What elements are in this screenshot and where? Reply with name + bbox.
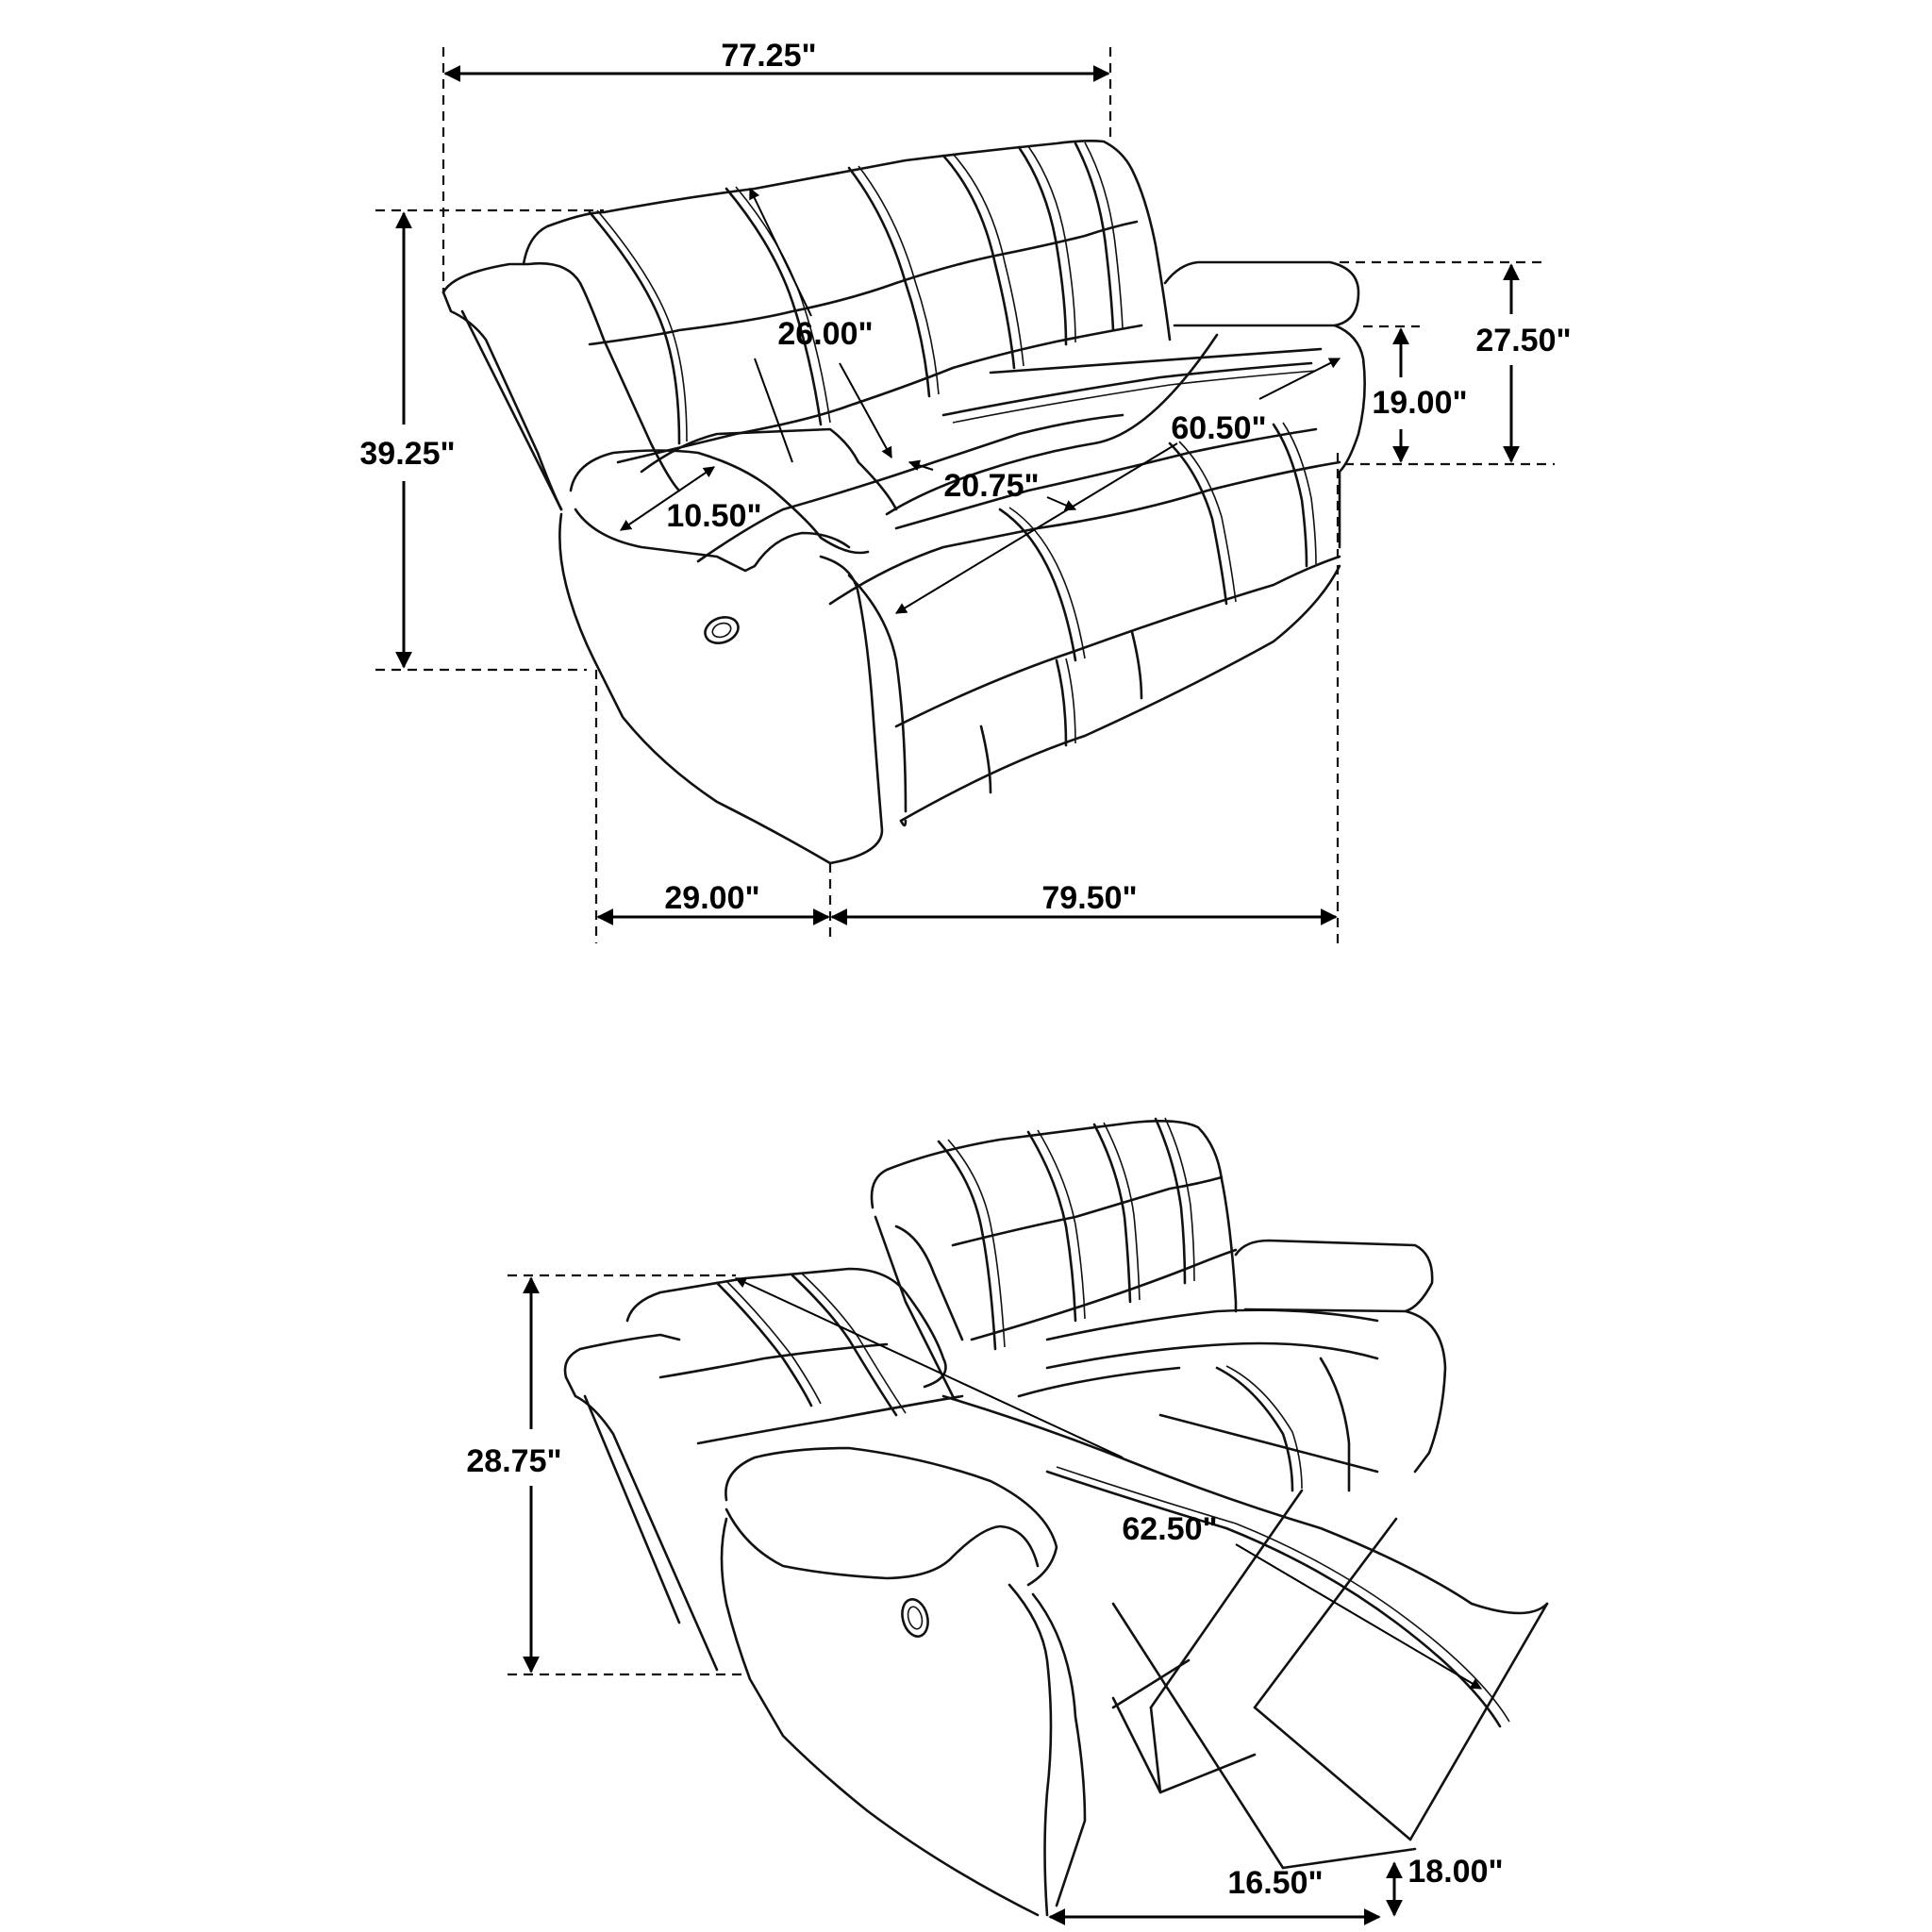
upright-dimension-labels: 77.25" 39.25" 27.50" 19.00" 26.00" 20.75… bbox=[359, 38, 1571, 916]
label-reclined-length: 62.50" bbox=[1122, 1511, 1217, 1547]
label-reclined-offset: 29.00" bbox=[664, 880, 759, 916]
label-overall-width: 77.25" bbox=[721, 38, 816, 74]
label-overall-height: 39.25" bbox=[359, 436, 455, 472]
label-arm-height: 27.50" bbox=[1475, 323, 1571, 358]
upright-sofa-drawing bbox=[441, 140, 1366, 865]
label-reclined-height: 28.75" bbox=[466, 1443, 561, 1479]
label-footrest-extension: 16.50" bbox=[1227, 1865, 1323, 1901]
label-arm-width: 10.50" bbox=[666, 498, 761, 534]
reclined-dimension-lines bbox=[508, 1274, 1483, 1925]
label-seat-depth: 20.75" bbox=[943, 468, 1039, 504]
label-back-height: 26.00" bbox=[777, 316, 873, 352]
upright-dimension-lines bbox=[375, 47, 1555, 943]
label-seat-width: 60.50" bbox=[1171, 410, 1266, 446]
label-overall-length: 79.50" bbox=[1041, 880, 1137, 916]
label-seat-height: 19.00" bbox=[1372, 385, 1467, 421]
reclined-sofa-drawing bbox=[563, 1117, 1549, 1917]
reclined-dimension-labels: 28.75" 62.50" 16.50" 18.00" bbox=[466, 1443, 1503, 1901]
label-footrest-clearance: 18.00" bbox=[1407, 1854, 1503, 1890]
